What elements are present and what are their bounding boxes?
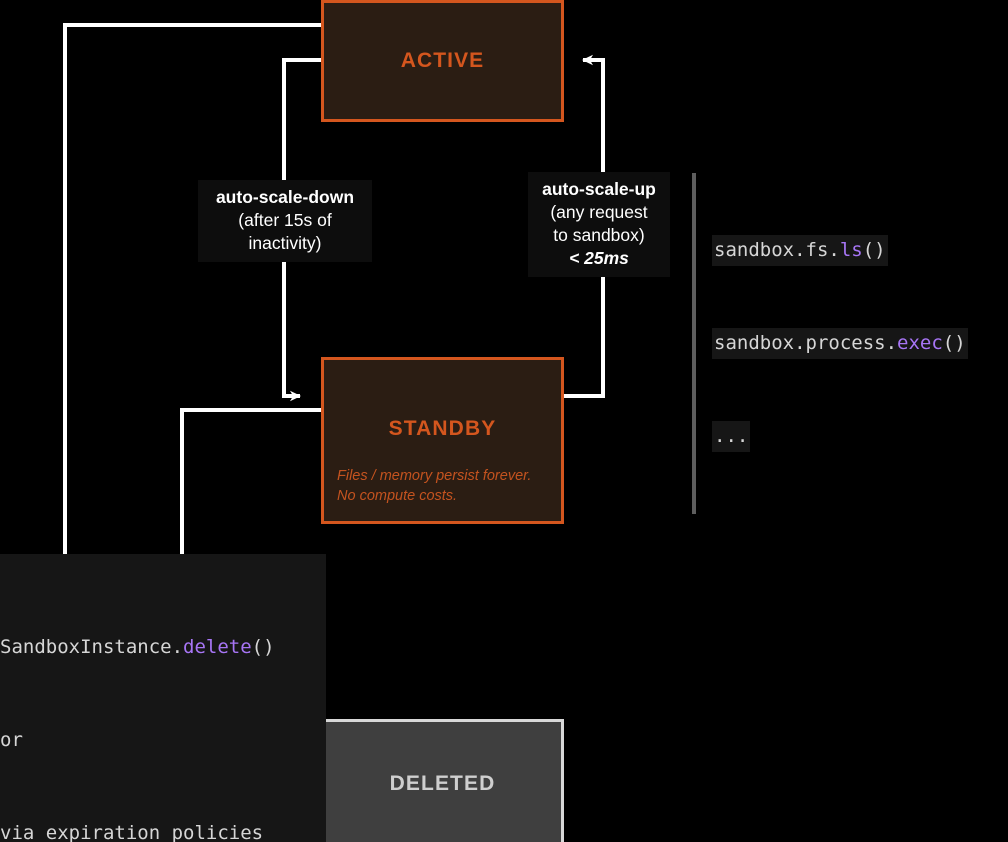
code-line-expiration-policies: via expiration policies <box>0 822 264 842</box>
code-fs-ls-prefix: sandbox.fs. <box>714 239 840 261</box>
code-delete-suffix: () <box>251 636 275 658</box>
state-title-standby: STANDBY <box>388 417 497 440</box>
code-line-process-exec: sandbox.process.exec() <box>712 328 968 359</box>
scale-down-heading: auto-scale-down <box>215 187 355 207</box>
code-process-exec-prefix: sandbox.process. <box>714 332 898 354</box>
code-process-exec-suffix: () <box>942 332 966 354</box>
code-line-or: or <box>0 729 23 751</box>
scale-up-detail-line-1: (any request <box>550 202 648 223</box>
scale-up-detail-line-2: to sandbox) <box>553 225 645 246</box>
state-node-deleted[interactable]: DELETED <box>321 719 564 842</box>
code-fs-ls-suffix: () <box>862 239 886 261</box>
code-line-fs-ls: sandbox.fs.ls() <box>712 235 888 266</box>
state-node-standby[interactable]: STANDBY Files / memory persist forever. … <box>321 357 564 524</box>
scale-up-heading: auto-scale-up <box>542 179 656 199</box>
code-delete-prefix: SandboxInstance. <box>0 636 184 658</box>
state-node-active[interactable]: ACTIVE <box>321 0 564 122</box>
scale-down-detail-line-1: (after 15s of <box>238 210 332 231</box>
code-delete-fn: delete <box>183 636 252 658</box>
code-process-exec-fn: exec <box>897 332 943 354</box>
scale-up-latency: < 25ms <box>569 248 629 269</box>
state-subtitle-standby: Files / memory persist forever. No compu… <box>324 467 531 506</box>
code-fs-ls-fn: ls <box>839 239 863 261</box>
code-line-ellipsis: ... <box>712 421 751 452</box>
edge-label-auto-scale-up: auto-scale-up (any request to sandbox) <… <box>528 172 670 278</box>
edge-label-auto-scale-down: auto-scale-down (after 15s of inactivity… <box>198 180 372 263</box>
state-title-deleted: DELETED <box>389 772 496 795</box>
code-snippet-sandbox-api: sandbox.fs.ls() sandbox.process.exec() .… <box>692 173 968 514</box>
code-line-delete-call: SandboxInstance.delete() <box>0 632 275 663</box>
code-snippet-delete: SandboxInstance.delete() or via expirati… <box>0 554 326 842</box>
state-title-active: ACTIVE <box>400 49 485 72</box>
standby-subtitle-line-2: No compute costs. <box>337 487 458 504</box>
standby-subtitle-line-1: Files / memory persist forever. <box>337 468 532 484</box>
scale-down-detail-line-2: inactivity) <box>248 233 322 254</box>
